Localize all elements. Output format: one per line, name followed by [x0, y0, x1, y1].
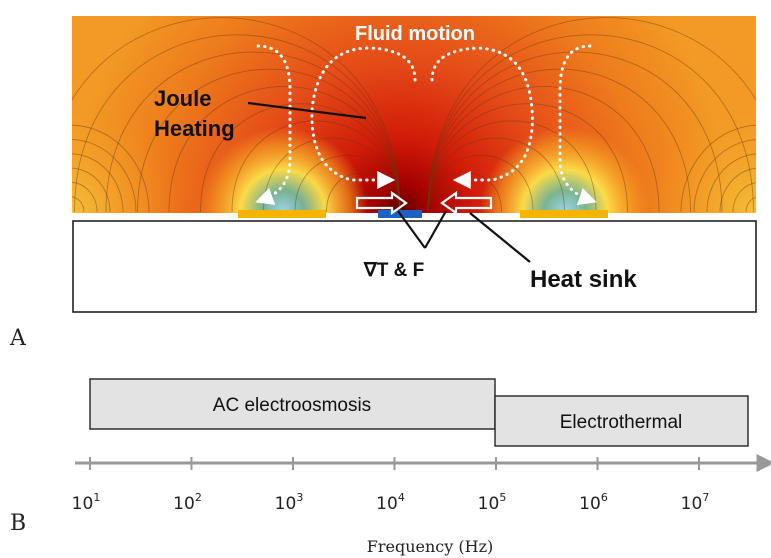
frequency-ticks: 101 102 103 104 105 106 107	[72, 457, 710, 514]
tick-label: 101	[72, 491, 101, 514]
fluid-motion-streamlines	[255, 44, 597, 206]
tick-label: 107	[681, 491, 710, 514]
fluid-motion-label: Fluid motion	[355, 23, 475, 45]
panel-a: Fluid motion Joule Heating ∇T & F Heat s…	[9, 16, 757, 351]
tick-label: 102	[173, 491, 202, 514]
ac-electroosmosis-range	[89, 378, 496, 430]
gradient-force-label: ∇T & F	[363, 260, 424, 281]
joule-label-line2: Heating	[154, 116, 235, 141]
force-arrow-left	[440, 190, 493, 216]
electrothermal-label: Electrothermal	[560, 412, 683, 433]
right-electrode	[520, 210, 608, 218]
tick-label: 103	[275, 491, 304, 514]
electrothermal-range	[494, 395, 749, 447]
ac-electroosmosis-label: AC electroosmosis	[213, 395, 371, 416]
joule-heating-pointer	[247, 101, 367, 120]
frequency-axis-title: Frequency (Hz)	[367, 537, 494, 556]
temperature-field	[72, 16, 756, 213]
force-arrows	[355, 190, 493, 216]
heat-sink-pointer	[469, 212, 531, 263]
substrate	[72, 220, 757, 313]
panel-b-letter: B	[10, 511, 26, 536]
joule-label-line1: Joule	[154, 86, 211, 111]
heat-sink-label: Heat sink	[530, 266, 637, 293]
force-arrow-right	[355, 190, 408, 216]
tick-label: 105	[478, 491, 507, 514]
panel-a-letter: A	[9, 326, 27, 351]
gradient-pointer-left	[397, 210, 426, 249]
tick-label: 104	[376, 491, 405, 514]
gradient-pointer-right	[424, 210, 447, 249]
left-electrode	[238, 210, 326, 218]
tick-label: 106	[579, 491, 608, 514]
